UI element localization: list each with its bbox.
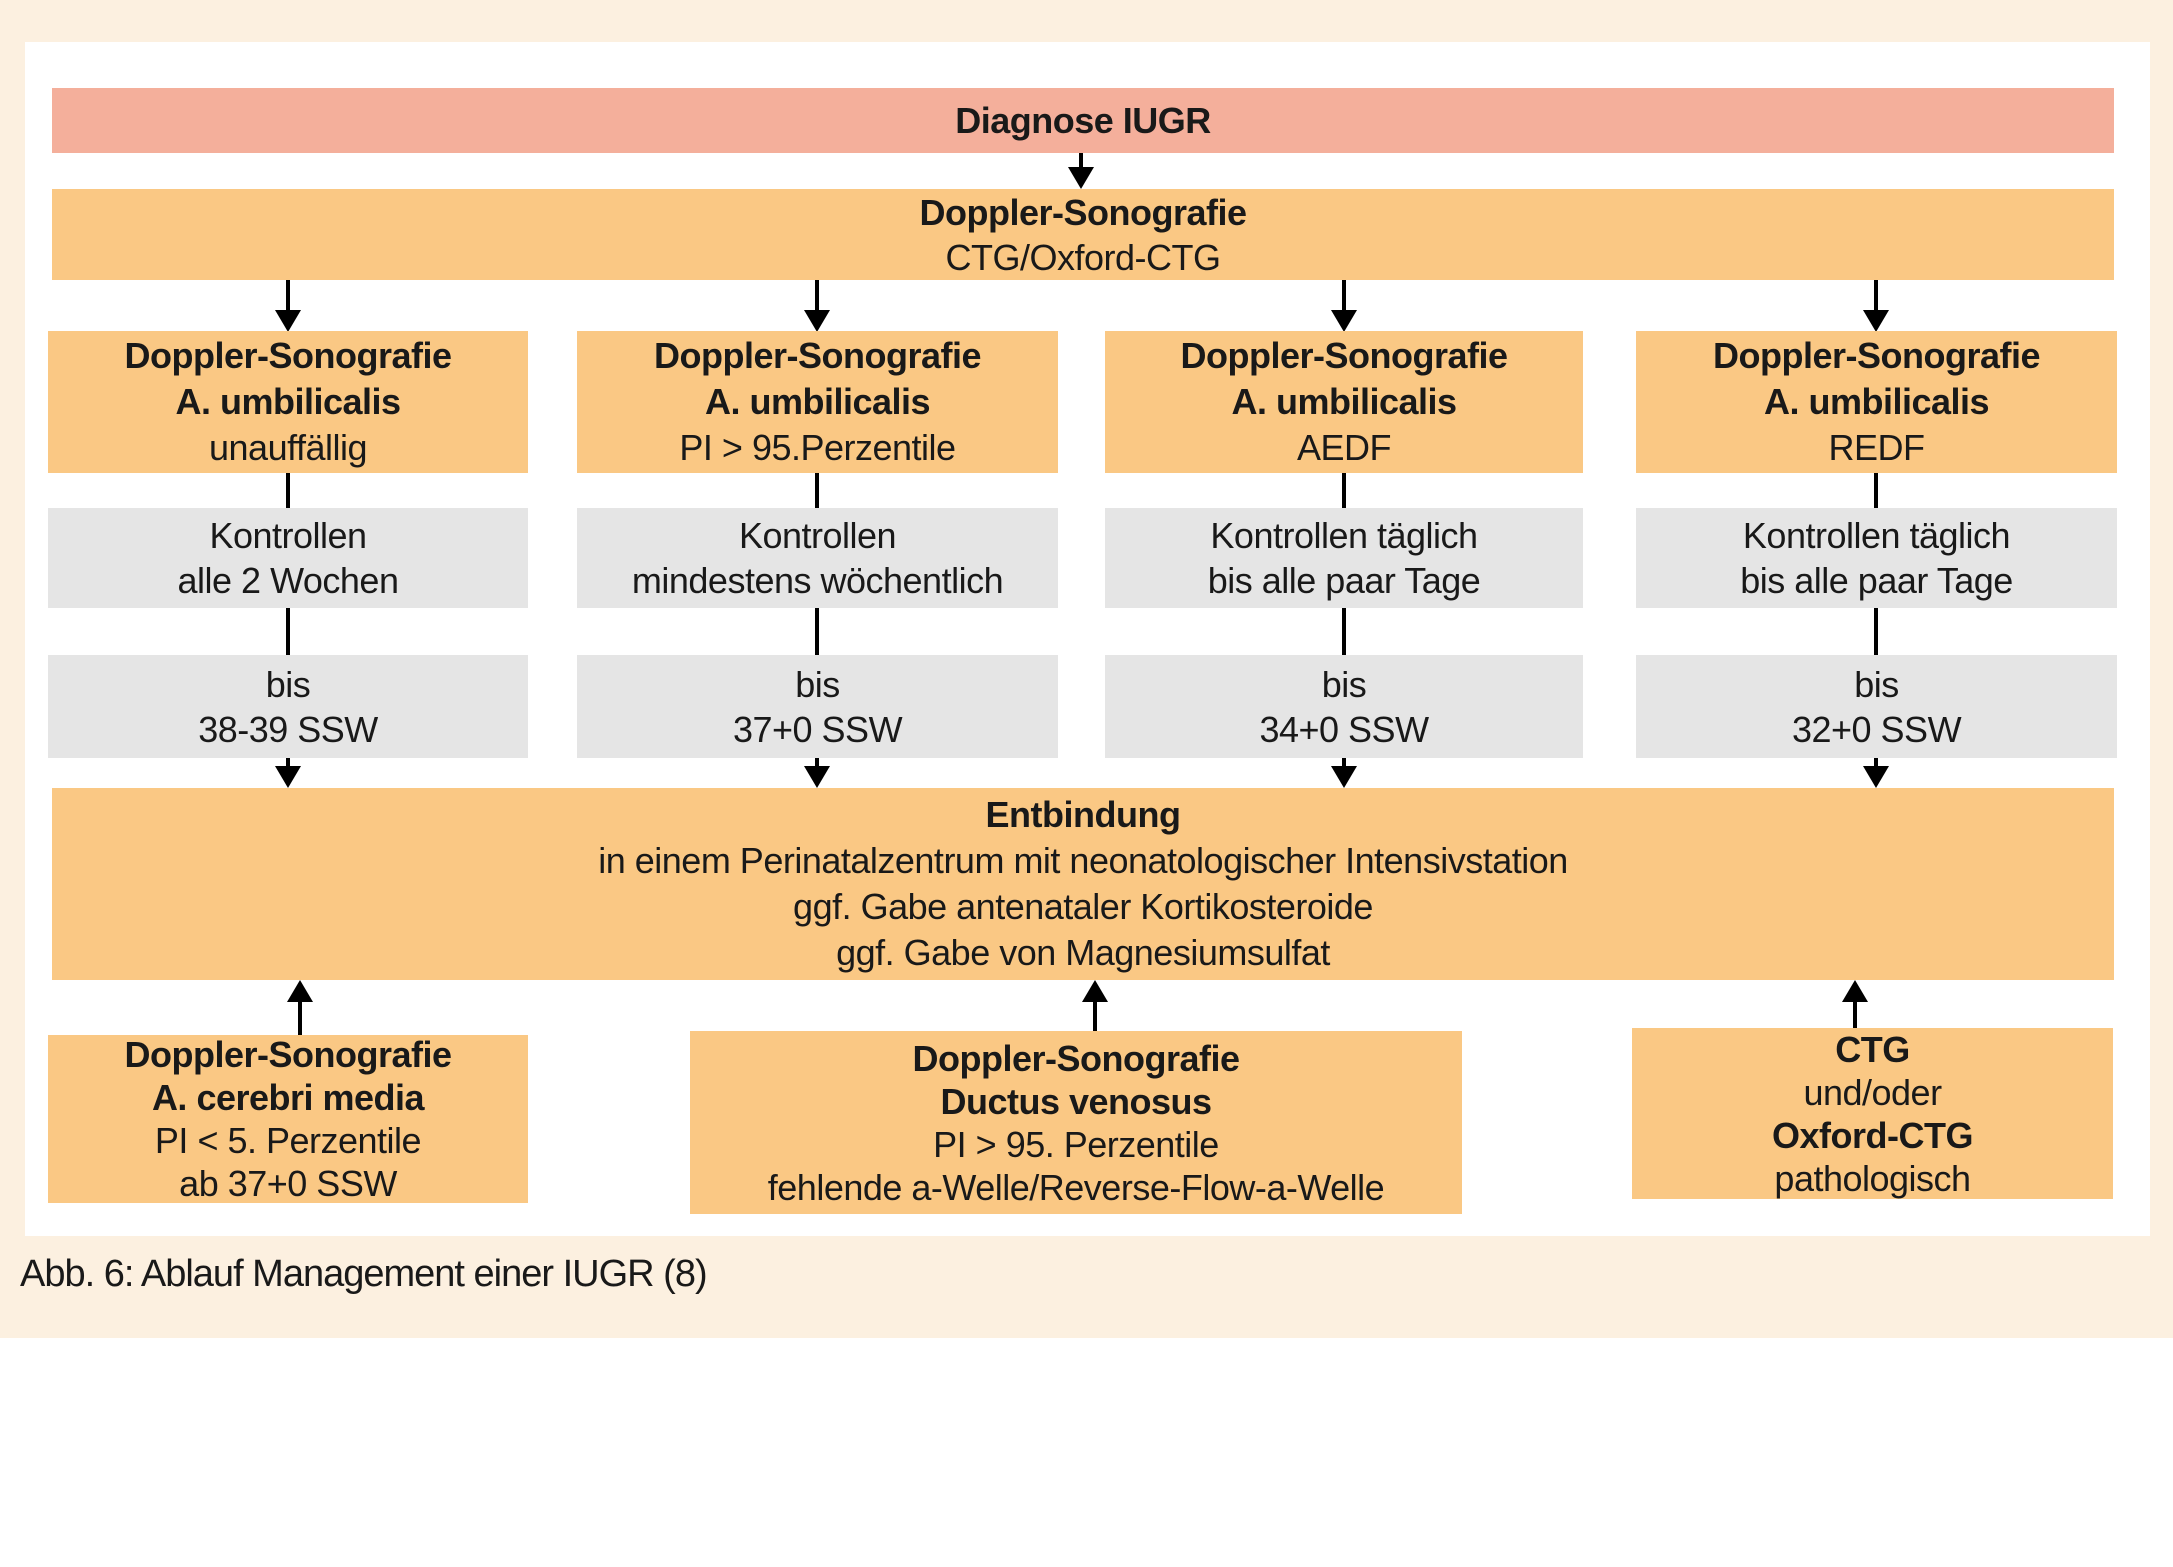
arrow-down-icon — [804, 310, 830, 332]
flow-connector — [1079, 153, 1083, 169]
monitoring-line: mindestens wöchentlich — [631, 560, 1004, 601]
flow-connector — [1342, 473, 1346, 508]
deadline-line: bis — [795, 663, 840, 705]
flow-connector — [286, 608, 290, 655]
flow-connector — [1342, 280, 1346, 312]
indication-line: A. cerebri media — [151, 1077, 425, 1118]
flow-connector — [286, 758, 290, 768]
flow-connector — [815, 473, 819, 508]
finding-line: A. umbilicalis — [175, 381, 401, 422]
indication-line: PI > 95. Perzentile — [933, 1123, 1219, 1165]
monitoring-box: Kontrollen alle 2 Wochen — [48, 508, 528, 608]
finding-line: Doppler-Sonografie — [124, 335, 452, 376]
indication-line: PI < 5. Perzentile — [154, 1120, 422, 1161]
arrow-down-icon — [1331, 310, 1357, 332]
monitoring-box: Kontrollen täglich bis alle paar Tage — [1636, 508, 2117, 608]
deadline-box: bis 34+0 SSW — [1105, 655, 1583, 758]
flow-connector — [815, 758, 819, 768]
flow-connector — [1874, 608, 1878, 655]
finding-line: PI > 95.Perzentile — [679, 427, 956, 468]
indication-box-ctg: CTG und/oder Oxford-CTG pathologisch — [1632, 1028, 2113, 1199]
finding-line: Doppler-Sonografie — [1712, 335, 2041, 376]
monitoring-line: Kontrollen — [738, 515, 897, 556]
deadline-line: 32+0 SSW — [1791, 708, 1962, 750]
arrow-up-icon — [1842, 980, 1868, 1002]
arrow-down-icon — [275, 766, 301, 788]
figure-caption: Abb. 6: Ablauf Management einer IUGR (8) — [20, 1253, 708, 1295]
indication-box-cerebri-media: Doppler-Sonografie A. cerebri media PI <… — [48, 1034, 528, 1204]
finding-line: Doppler-Sonografie — [1180, 335, 1508, 376]
delivery-line: ggf. Gabe antenataler Kortikosteroide — [793, 886, 1373, 927]
monitoring-line: Kontrollen — [209, 515, 367, 556]
delivery-title: Entbindung — [985, 794, 1181, 835]
arrow-up-icon — [1082, 980, 1108, 1002]
indication-line: und/oder — [1803, 1071, 1942, 1113]
monitoring-line: Kontrollen täglich — [1210, 515, 1478, 556]
delivery-line: ggf. Gabe von Magnesiumsulfat — [836, 932, 1330, 973]
flow-connector — [1853, 1000, 1857, 1028]
arrow-down-icon — [1331, 766, 1357, 788]
monitoring-line: alle 2 Wochen — [177, 560, 399, 601]
indication-box-ductus-venosus: Doppler-Sonografie Ductus venosus PI > 9… — [690, 1031, 1462, 1214]
flow-connector — [1874, 280, 1878, 312]
arrow-up-icon — [287, 980, 313, 1002]
arrow-down-icon — [1863, 310, 1889, 332]
flow-connector — [286, 473, 290, 508]
deadline-line: bis — [1854, 663, 1899, 705]
indication-line: Doppler-Sonografie — [124, 1034, 452, 1075]
monitoring-box: Kontrollen täglich bis alle paar Tage — [1105, 508, 1583, 608]
finding-box-redf: Doppler-Sonografie A. umbilicalis REDF — [1636, 331, 2117, 473]
indication-line: pathologisch — [1774, 1157, 1971, 1199]
flow-connector — [1093, 1000, 1097, 1031]
deadline-line: 34+0 SSW — [1259, 708, 1429, 750]
diagnosis-title: Diagnose IUGR — [955, 100, 1211, 141]
arrow-down-icon — [1068, 167, 1094, 189]
arrow-down-icon — [1863, 766, 1889, 788]
flow-connector — [298, 1000, 302, 1035]
indication-line: CTG — [1835, 1028, 1910, 1070]
flow-connector — [1342, 758, 1346, 768]
finding-box-pi95: Doppler-Sonografie A. umbilicalis PI > 9… — [577, 331, 1058, 473]
flow-connector — [1342, 608, 1346, 655]
finding-line: A. umbilicalis — [1763, 381, 1990, 422]
finding-line: A. umbilicalis — [1231, 381, 1457, 422]
diagnosis-box: Diagnose IUGR — [52, 88, 2114, 153]
flow-connector — [1874, 758, 1878, 768]
indication-line: Doppler-Sonografie — [912, 1037, 1240, 1079]
arrow-down-icon — [275, 310, 301, 332]
monitoring-line: bis alle paar Tage — [1207, 560, 1481, 601]
indication-line: Oxford-CTG — [1772, 1114, 1973, 1156]
finding-line: REDF — [1828, 427, 1926, 468]
finding-line: Doppler-Sonografie — [653, 335, 982, 376]
indication-line: ab 37+0 SSW — [179, 1163, 397, 1204]
indication-line: fehlende a-Welle/Reverse-Flow-a-Welle — [767, 1166, 1385, 1208]
flow-connector — [1874, 473, 1878, 508]
deadline-box: bis 38-39 SSW — [48, 655, 528, 758]
delivery-line: in einem Perinatalzentrum mit neonatolog… — [598, 840, 1568, 881]
deadline-line: bis — [1321, 663, 1367, 705]
arrow-down-icon — [804, 766, 830, 788]
deadline-box: bis 37+0 SSW — [577, 655, 1058, 758]
finding-line: unauffällig — [209, 427, 367, 468]
finding-box-aedf: Doppler-Sonografie A. umbilicalis AEDF — [1105, 331, 1583, 473]
delivery-box: Entbindung in einem Perinatalzentrum mit… — [52, 788, 2114, 980]
finding-box-unauffaellig: Doppler-Sonografie A. umbilicalis unauff… — [48, 331, 528, 473]
deadline-line: bis — [265, 663, 311, 705]
deadline-line: 38-39 SSW — [198, 708, 378, 750]
monitoring-line: Kontrollen täglich — [1742, 515, 2011, 556]
deadline-box: bis 32+0 SSW — [1636, 655, 2117, 758]
indication-line: Ductus venosus — [940, 1080, 1212, 1122]
flow-connector — [815, 280, 819, 312]
finding-line: A. umbilicalis — [704, 381, 931, 422]
finding-line: AEDF — [1296, 427, 1392, 468]
triage-title: Doppler-Sonografie — [919, 191, 1247, 233]
deadline-line: 37+0 SSW — [732, 708, 903, 750]
triage-box: Doppler-Sonografie CTG/Oxford-CTG — [52, 189, 2114, 280]
monitoring-box: Kontrollen mindestens wöchentlich — [577, 508, 1058, 608]
flow-connector — [815, 608, 819, 655]
monitoring-line: bis alle paar Tage — [1740, 560, 2013, 601]
flow-connector — [286, 280, 290, 312]
triage-subtitle: CTG/Oxford-CTG — [945, 236, 1221, 278]
